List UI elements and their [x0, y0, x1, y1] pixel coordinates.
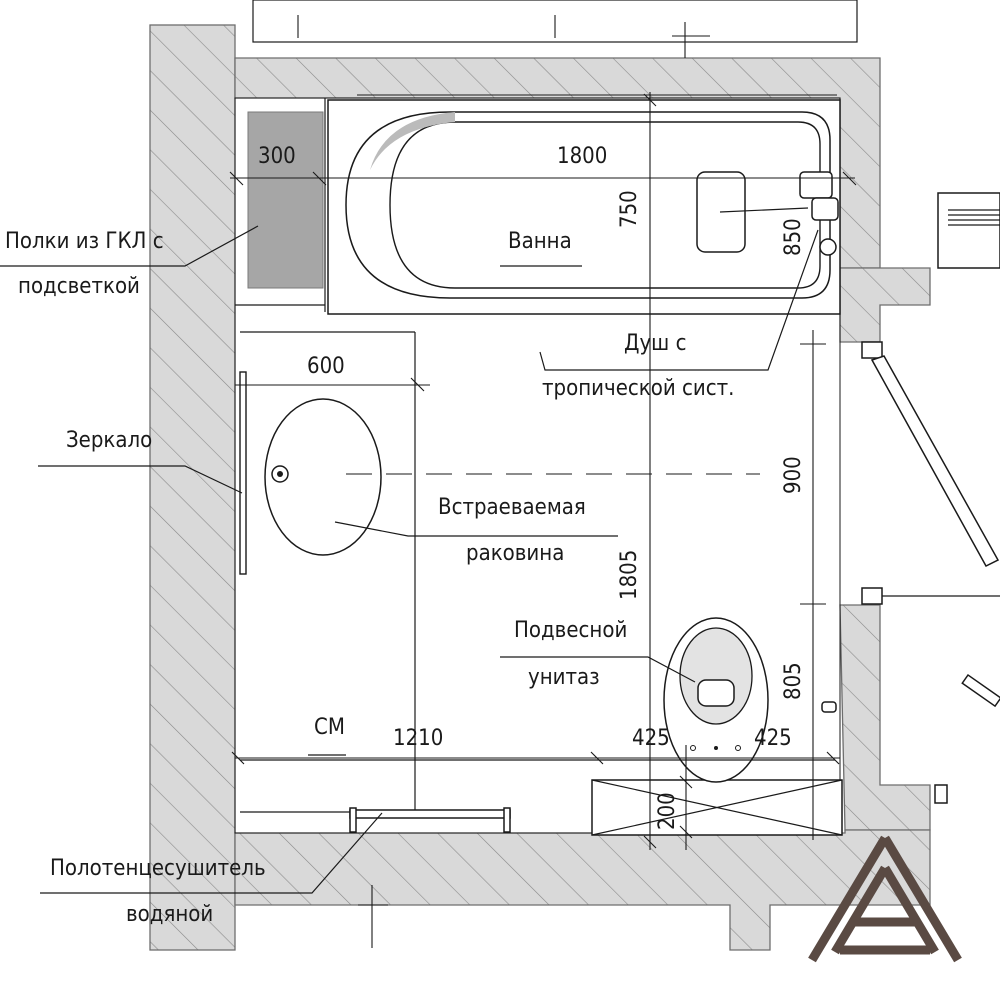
dim-sink-width: 600 — [307, 354, 345, 379]
left-wall — [149, 24, 236, 951]
bottom-wall — [234, 829, 931, 951]
dim-install-depth: 200 — [655, 792, 680, 830]
washer-label: СМ — [314, 715, 345, 740]
sink-label-2: раковина — [466, 541, 564, 566]
dim-toilet-left: 425 — [632, 726, 670, 751]
shelves-label-2: подсветкой — [18, 274, 140, 299]
annotations: Полки из ГКЛ с подсветкой Ванна Душ с тр… — [5, 229, 734, 927]
shower-mixer-icon — [799, 171, 833, 199]
dim-toilet-offset: 805 — [781, 662, 806, 700]
bathtub-label: Ванна — [508, 229, 572, 254]
bathtub-shading — [370, 112, 455, 170]
radiator-icon — [937, 192, 1000, 269]
bathtub-basin — [345, 111, 831, 299]
towel-label-2: водяной — [126, 902, 213, 927]
shelf-block — [247, 111, 324, 289]
shelves-label-1: Полки из ГКЛ с — [5, 229, 164, 254]
toilet-label-1: Подвесной — [514, 618, 627, 643]
shower-label-1: Душ с — [624, 331, 686, 356]
toilet-label-2: унитаз — [528, 665, 600, 690]
door-leaf — [870, 355, 1000, 567]
right-wall-upper-stub — [839, 267, 931, 343]
dim-door-width: 900 — [781, 456, 806, 494]
dimension-lines — [229, 15, 857, 948]
mirror-label: Зеркало — [66, 428, 152, 453]
door — [821, 341, 1000, 804]
shower-label-2: тропической сист. — [542, 376, 734, 401]
dim-bath-width: 750 — [617, 190, 642, 228]
sink-label-1: Встраеваемая — [438, 495, 586, 520]
vanity — [239, 331, 416, 812]
top-strip-outline — [252, 0, 858, 43]
walls — [149, 0, 931, 951]
room-floor-outline — [234, 97, 841, 834]
towel-label-1: Полотенцесушитель — [50, 856, 266, 881]
dim-bath-length: 1800 — [557, 144, 607, 169]
mirror-panel — [239, 371, 247, 575]
toilet-area — [591, 617, 843, 836]
dimension-values: 300 1800 750 850 600 900 1805 805 1210 4… — [258, 144, 806, 830]
bathtub-inner — [389, 121, 821, 289]
dim-room-width: 1210 — [393, 726, 443, 751]
leader-lines — [0, 225, 819, 894]
dim-room-depth: 1805 — [617, 550, 642, 600]
dim-shelf-width: 300 — [258, 144, 296, 169]
sink-bowl — [264, 398, 382, 556]
right-wall-lower — [839, 604, 931, 831]
dim-shower-height: 850 — [781, 218, 806, 256]
dim-toilet-right: 425 — [754, 726, 792, 751]
towel-warmer — [240, 759, 835, 833]
studio-logo-icon — [808, 835, 962, 963]
bathtub — [327, 99, 841, 315]
drywall-shelves — [235, 98, 326, 312]
toilet-seat — [679, 627, 753, 725]
